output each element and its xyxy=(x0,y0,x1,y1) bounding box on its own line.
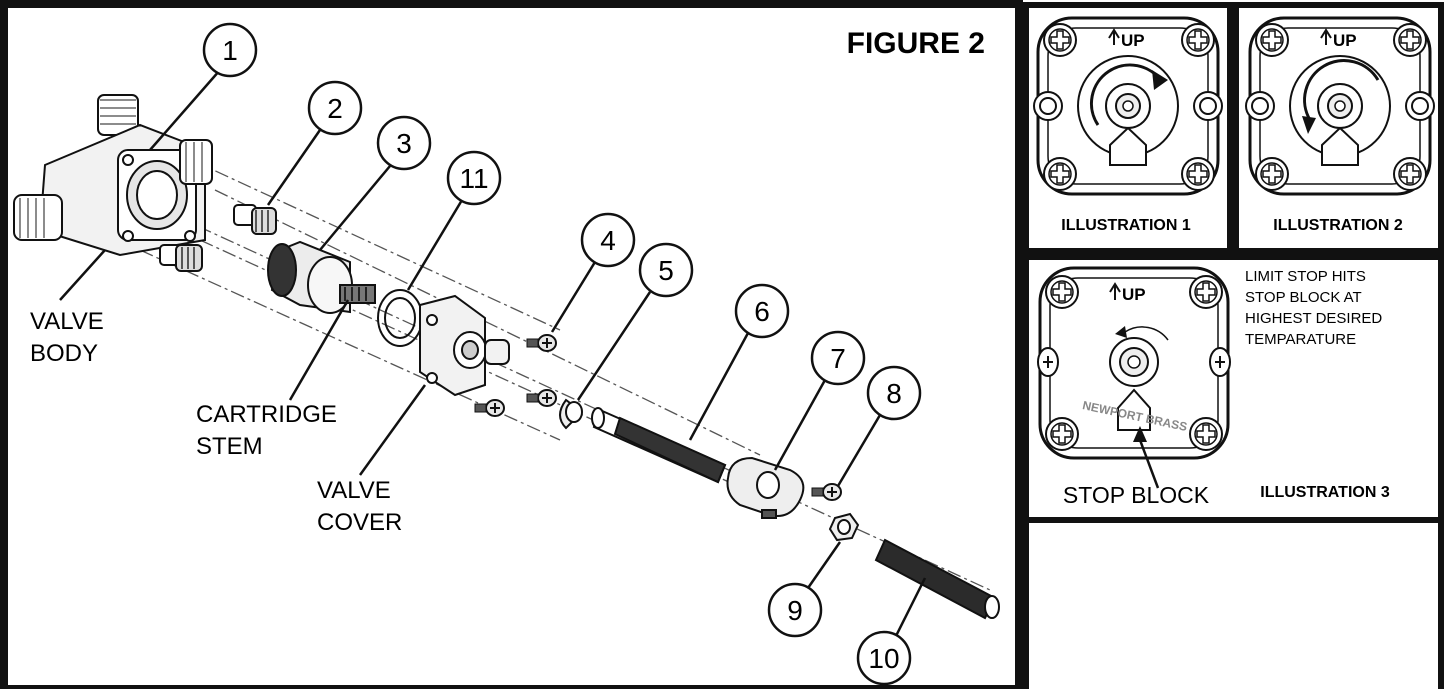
rotation-arrow-icon xyxy=(1115,326,1127,338)
label-leaders xyxy=(59,249,427,476)
up-arrow-icon xyxy=(1109,282,1121,300)
illustration-1-frame xyxy=(1023,2,1233,254)
illustration-3-title: ILLUSTRATION 3 xyxy=(1260,484,1390,501)
callout-3-label: 3 xyxy=(396,128,412,159)
rotation-arrow-icon xyxy=(1090,63,1164,126)
ill1-up-label: UP xyxy=(1121,31,1145,50)
rotation-arrow-icon xyxy=(1302,116,1316,134)
stem-extension-part xyxy=(591,407,727,484)
cross-screw-icon xyxy=(1181,157,1215,191)
callout-10-label: 10 xyxy=(868,643,899,674)
callout-5-label: 5 xyxy=(658,255,674,286)
callout-6: 6 xyxy=(688,283,790,441)
illustration-2-frame xyxy=(1233,2,1444,254)
rotation-arrow-icon xyxy=(1152,70,1168,90)
callout-11: 11 xyxy=(406,150,502,291)
valve-body-label-line1: VALVE xyxy=(30,308,104,335)
callout-2: 2 xyxy=(266,80,363,206)
illustration-2-title: ILLUSTRATION 2 xyxy=(1273,217,1403,234)
callout-4-label: 4 xyxy=(600,225,616,256)
ill2-up-label: UP xyxy=(1333,31,1357,50)
rotation-arrow-icon xyxy=(1303,59,1380,121)
callout-8: 8 xyxy=(836,365,922,487)
callout-10: 10 xyxy=(856,577,927,686)
callout-11-label: 11 xyxy=(459,163,488,194)
cross-screw-icon xyxy=(1045,417,1079,451)
illustration-1: UP xyxy=(1033,16,1223,196)
o-ring-part xyxy=(377,289,423,347)
valve-body-part xyxy=(13,94,213,257)
main-panel-frame xyxy=(0,0,1023,689)
cartridge-part xyxy=(267,240,376,314)
cross-screw-icon xyxy=(1393,157,1427,191)
callout-1-label: 1 xyxy=(222,35,238,66)
callout-8-label: 8 xyxy=(886,378,902,409)
callout-9: 9 xyxy=(767,541,842,638)
callout-4: 4 xyxy=(550,212,636,333)
set-screw-part xyxy=(811,483,842,501)
cross-screw-icon xyxy=(1189,275,1223,309)
limit-stop-note-line4: TEMPARATURE xyxy=(1245,331,1356,348)
check-stop-part xyxy=(159,204,277,272)
cartridge-stem-label-line2: STEM xyxy=(196,433,263,460)
cross-screw-icon xyxy=(1189,417,1223,451)
ill3-up-label: UP xyxy=(1122,285,1146,304)
cross-screw-icon xyxy=(1043,23,1077,57)
limit-stop-note-line3: HIGHEST DESIRED xyxy=(1245,310,1382,327)
cross-screw-icon xyxy=(1255,157,1289,191)
illustration-3-frame xyxy=(1023,254,1444,523)
up-arrow-icon xyxy=(1108,28,1120,45)
limit-stop-part xyxy=(559,398,583,430)
cartridge-stem-label-line1: CARTRIDGE xyxy=(196,401,337,428)
cross-screw-icon xyxy=(1181,23,1215,57)
callout-6-label: 6 xyxy=(754,296,770,327)
valve-cover-part xyxy=(419,294,510,397)
valve-body-label-line2: BODY xyxy=(30,340,98,367)
empty-panel-frame xyxy=(1023,520,1444,689)
callout-9-label: 9 xyxy=(787,595,803,626)
cross-screw-icon xyxy=(1393,23,1427,57)
limit-stop-note-line1: LIMIT STOP HITS xyxy=(1245,268,1366,285)
valve-cover-label-line1: VALVE xyxy=(317,477,391,504)
illustration-1-title: ILLUSTRATION 1 xyxy=(1061,217,1191,234)
stop-block-label: STOP BLOCK xyxy=(1063,482,1210,508)
cross-screw-icon xyxy=(1043,157,1077,191)
up-arrow-icon xyxy=(1320,28,1332,45)
figure-title: FIGURE 2 xyxy=(847,27,985,60)
cross-screw-icon xyxy=(1045,275,1079,309)
callout-2-label: 2 xyxy=(327,93,343,124)
cross-screw-icon xyxy=(1255,23,1289,57)
callout-7-label: 7 xyxy=(830,343,846,374)
limit-stop-note-line2: STOP BLOCK AT xyxy=(1245,289,1362,306)
threaded-rod-part xyxy=(874,538,1000,620)
callout-5: 5 xyxy=(576,242,694,401)
valve-cover-label-line2: COVER xyxy=(317,509,402,536)
callout-1: 1 xyxy=(149,22,258,151)
callout-7: 7 xyxy=(773,330,866,471)
illustration-2: UP xyxy=(1245,16,1435,196)
trim-plate-part xyxy=(726,456,805,519)
nut-part xyxy=(828,512,860,542)
illustration-3: NEWPORT BRASS UP xyxy=(1037,266,1231,489)
callout-3: 3 xyxy=(319,115,432,251)
